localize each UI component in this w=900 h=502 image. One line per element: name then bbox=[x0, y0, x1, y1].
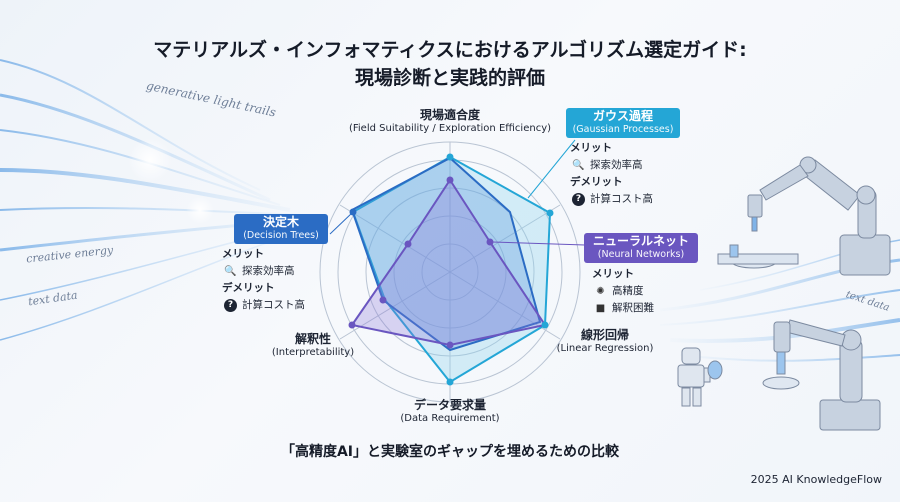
brain-icon: ✺ bbox=[596, 286, 605, 297]
callout-leaders bbox=[329, 139, 586, 246]
magnifier-icon: 🔍 bbox=[572, 160, 585, 171]
box-icon: ■ bbox=[595, 303, 606, 314]
credit-text: 2025 AI KnowledgeFlow bbox=[750, 473, 882, 486]
callout-neural-networks: ニューラルネット (Neural Networks) bbox=[584, 233, 698, 263]
light-sparkle bbox=[128, 138, 172, 182]
small-robot-icon bbox=[677, 347, 723, 407]
robot-arm-icon bbox=[762, 319, 881, 431]
decision-tree-details: メリット 🔍探索効率高 デメリット ?計算コスト高 bbox=[222, 248, 305, 312]
robot-arm-icon bbox=[717, 156, 891, 276]
page-title: マテリアルズ・インフォマティクスにおけるアルゴリズム選定ガイド: 現場診断と実践… bbox=[150, 36, 750, 92]
neural-details: メリット ✺高精度 ■解釈困難 bbox=[592, 268, 654, 314]
axis-label-interpretability: 解釈性(Interpretability) bbox=[271, 332, 355, 358]
question-icon: ? bbox=[224, 299, 237, 312]
axis-label-data-requirement: データ要求量(Data Requirement) bbox=[400, 398, 500, 424]
callout-decision-tree: 決定木 (Decision Trees) bbox=[234, 214, 328, 244]
axis-label-field-suitability: 現場適合度(Field Suitability / Exploration Ef… bbox=[348, 108, 552, 134]
magnifier-icon: 🔍 bbox=[224, 266, 237, 277]
axis-label-linear-regression: 線形回帰(Linear Regression) bbox=[556, 328, 654, 354]
title-line-2: 現場診断と実践的評価 bbox=[354, 67, 545, 89]
question-icon: ? bbox=[572, 193, 585, 206]
light-sparkle bbox=[186, 196, 214, 224]
gaussian-details: メリット 🔍探索効率高 デメリット ?計算コスト高 bbox=[570, 142, 653, 206]
bottom-subtitle: 「高精度AI」と実験室のギャップを埋めるための比較 bbox=[280, 444, 620, 460]
callout-gaussian-processes: ガウス過程 (Gaussian Processes) bbox=[566, 108, 680, 138]
title-line-1: マテリアルズ・インフォマティクスにおけるアルゴリズム選定ガイド: bbox=[153, 39, 747, 61]
